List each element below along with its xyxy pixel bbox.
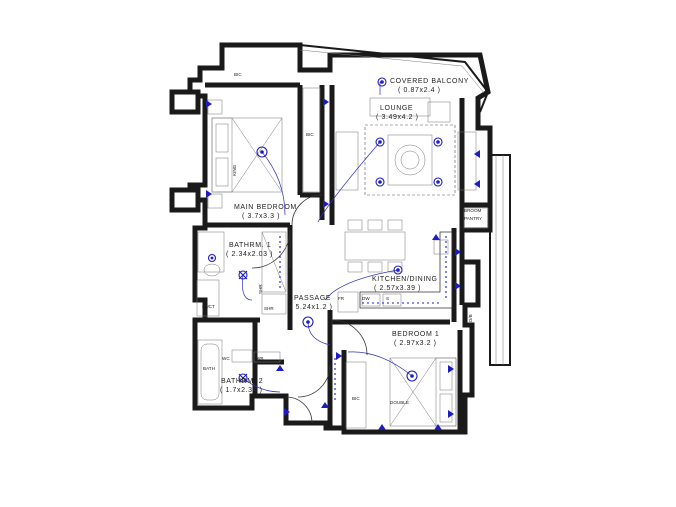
- socket-15: [336, 352, 342, 360]
- label-shr-vert: SHR: [258, 284, 263, 294]
- armchair: [427, 101, 451, 123]
- label-king: KING: [232, 164, 237, 176]
- interior-walls: [205, 82, 490, 432]
- sideboard: [369, 97, 431, 117]
- wc: [231, 349, 253, 363]
- bath: [197, 339, 223, 405]
- ceiling-light-lounge-4: [433, 177, 443, 187]
- light-fixtures: [206, 77, 480, 430]
- ceiling-light-passage: [302, 316, 314, 328]
- label-covered-balcony: COVERED BALCONY: [390, 78, 469, 85]
- size-main-bedroom: ( 3.7x3.3 ): [242, 213, 280, 220]
- socket-14: [276, 365, 284, 371]
- socket-1: [206, 100, 212, 108]
- door-bathrm2: [297, 364, 331, 398]
- label-pantry: PANTRY: [464, 216, 482, 221]
- socket-17: [432, 234, 440, 240]
- socket-2: [206, 190, 212, 198]
- socket-10: [448, 410, 454, 418]
- label-bic-top: BIC: [234, 72, 242, 77]
- balcony-outline: [299, 44, 490, 113]
- dining-table: [344, 231, 406, 261]
- label-s: S: [386, 296, 389, 301]
- room-labels: COVERED BALCONY ( 0.87x2.4 ) LOUNGE ( 3.…: [220, 78, 469, 394]
- socket-16: [284, 408, 290, 416]
- label-wc: WC: [222, 356, 230, 361]
- shower-1: [261, 231, 287, 293]
- label-dw: DW: [362, 296, 370, 301]
- label-main-bedroom: MAIN BEDROOM: [234, 204, 297, 211]
- door-bathrm1: [251, 229, 291, 269]
- label-bedroom1: BEDROOM 1: [392, 331, 439, 338]
- door-entry: [285, 396, 313, 424]
- kitchen-counter: [359, 231, 453, 309]
- label-double: DOUBLE: [390, 400, 409, 405]
- size-bathrm1: ( 2.34x2.03 ): [226, 251, 273, 258]
- socket-12: [378, 424, 386, 430]
- socket-7: [455, 248, 461, 256]
- ceiling-light-bedroom1: [406, 370, 418, 382]
- label-db: D/B: [468, 314, 473, 322]
- socket-11: [321, 402, 329, 408]
- label-broom: BROOM: [464, 208, 482, 213]
- wb: [253, 351, 281, 363]
- socket-3: [323, 98, 329, 106]
- label-passage: PASSAGE: [294, 295, 331, 302]
- label-bath: BATH: [203, 366, 215, 371]
- window-left-mid: [169, 187, 201, 213]
- socket-5: [474, 150, 480, 158]
- size-passage: ( 5.24x1.2 ): [290, 304, 333, 311]
- label-fr: FR: [338, 296, 345, 301]
- coffee-table: [387, 134, 433, 186]
- window-left-top: [169, 89, 201, 115]
- size-lounge: ( 3.49x4.2 ): [376, 114, 419, 121]
- label-shr: SHR: [264, 306, 274, 311]
- sofa-right: [457, 131, 477, 191]
- ceiling-light-lounge-2: [433, 137, 443, 147]
- socket-6: [474, 180, 480, 188]
- sofa-left: [335, 131, 359, 191]
- label-lounge: LOUNGE: [380, 105, 413, 112]
- ceiling-light-bathrm1: [238, 270, 248, 280]
- label-bic-mid: BIC: [306, 132, 314, 137]
- door-main-bedroom: [291, 194, 323, 226]
- label-bathrm1: BATHRM. 1: [229, 242, 271, 249]
- size-bathrm2: ( 1.7x2.34 ): [220, 387, 263, 394]
- ceiling-light-bathrm2: [238, 373, 248, 383]
- size-covered-balcony: ( 0.87x2.4 ): [398, 87, 441, 94]
- label-bathrm2: BATHRM. 2: [221, 378, 263, 385]
- size-kitchen-dining: ( 2.57x3.39 ): [374, 285, 421, 292]
- ceiling-light-main-bedroom: [256, 146, 268, 158]
- doors: [251, 194, 368, 424]
- ceiling-light-vanity: [207, 253, 217, 263]
- size-bedroom1: ( 2.97x3.2 ): [394, 340, 437, 347]
- ceiling-light-lounge-3: [375, 177, 385, 187]
- dishwasher: [361, 293, 381, 307]
- ceiling-light-kitchen: [393, 265, 403, 275]
- ceiling-light-lounge-1: [375, 137, 385, 147]
- socket-13: [434, 424, 442, 430]
- shr-tray: [261, 293, 287, 315]
- duct: [196, 279, 220, 317]
- sink: [382, 293, 402, 307]
- socket-4: [323, 200, 329, 208]
- socket-8: [455, 282, 461, 290]
- small-labels: BIC BIC BIC BROOM PANTRY DUCT SHR WC WB …: [202, 72, 482, 405]
- vanity-1: [197, 231, 225, 273]
- label-wb: WB: [256, 356, 263, 361]
- socket-9: [448, 365, 454, 373]
- door-bedroom1: [331, 319, 368, 356]
- label-duct: DUCT: [202, 304, 215, 309]
- fridge: [337, 291, 359, 313]
- label-bic-bed1: BIC: [352, 396, 360, 401]
- ceiling-light-balcony: [377, 77, 387, 87]
- window-right: [489, 154, 511, 366]
- outer-walls: [169, 42, 511, 435]
- label-kitchen-dining: KITCHEN/DINING: [372, 276, 438, 283]
